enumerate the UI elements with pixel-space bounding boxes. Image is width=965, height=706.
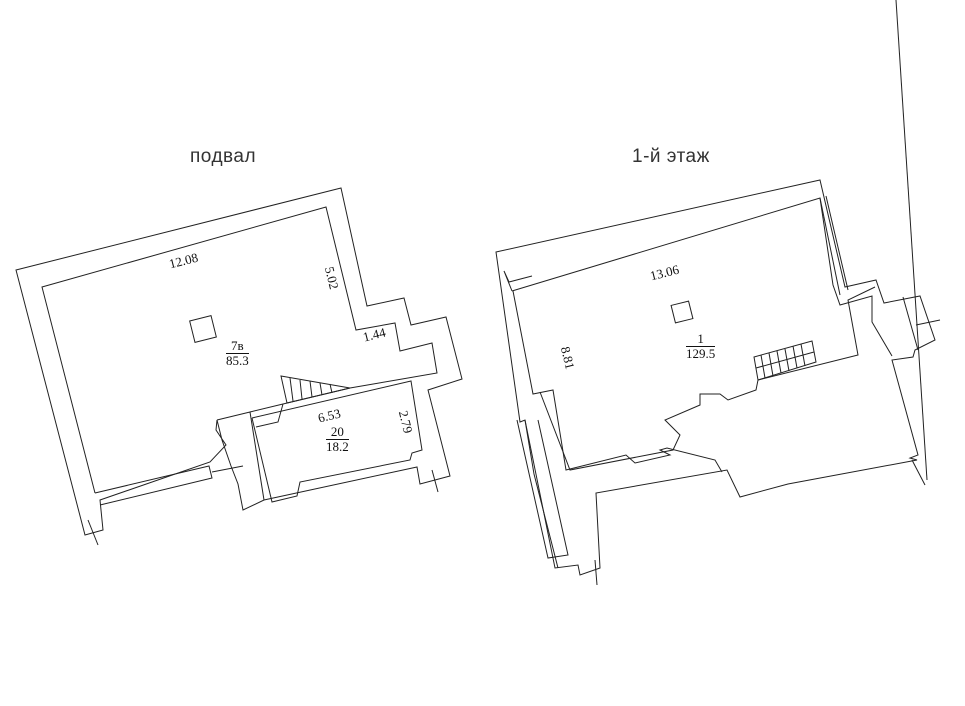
room-number: 7в <box>226 339 249 354</box>
room-area: 18.2 <box>326 439 349 454</box>
room-area: 129.5 <box>686 346 716 361</box>
basement-inner-wall <box>41 206 438 494</box>
room-number: 1 <box>686 332 716 347</box>
stairs <box>280 375 351 404</box>
basement-outer-wall <box>15 187 463 536</box>
room-label-1: 1 129.5 <box>686 332 716 361</box>
first-floor-outer-wall <box>495 179 936 576</box>
first-floor-title: 1-й этаж <box>632 146 710 167</box>
first-floor-plan <box>495 0 941 586</box>
basement-title: подвал <box>190 146 257 167</box>
room-area: 85.3 <box>226 353 249 368</box>
basement-plan <box>15 187 463 546</box>
stairs <box>753 340 817 381</box>
column <box>670 300 694 324</box>
column <box>189 315 217 343</box>
room-label-7v: 7в 85.3 <box>226 339 249 368</box>
room-number: 20 <box>326 425 349 440</box>
room-label-20: 20 18.2 <box>326 425 349 454</box>
